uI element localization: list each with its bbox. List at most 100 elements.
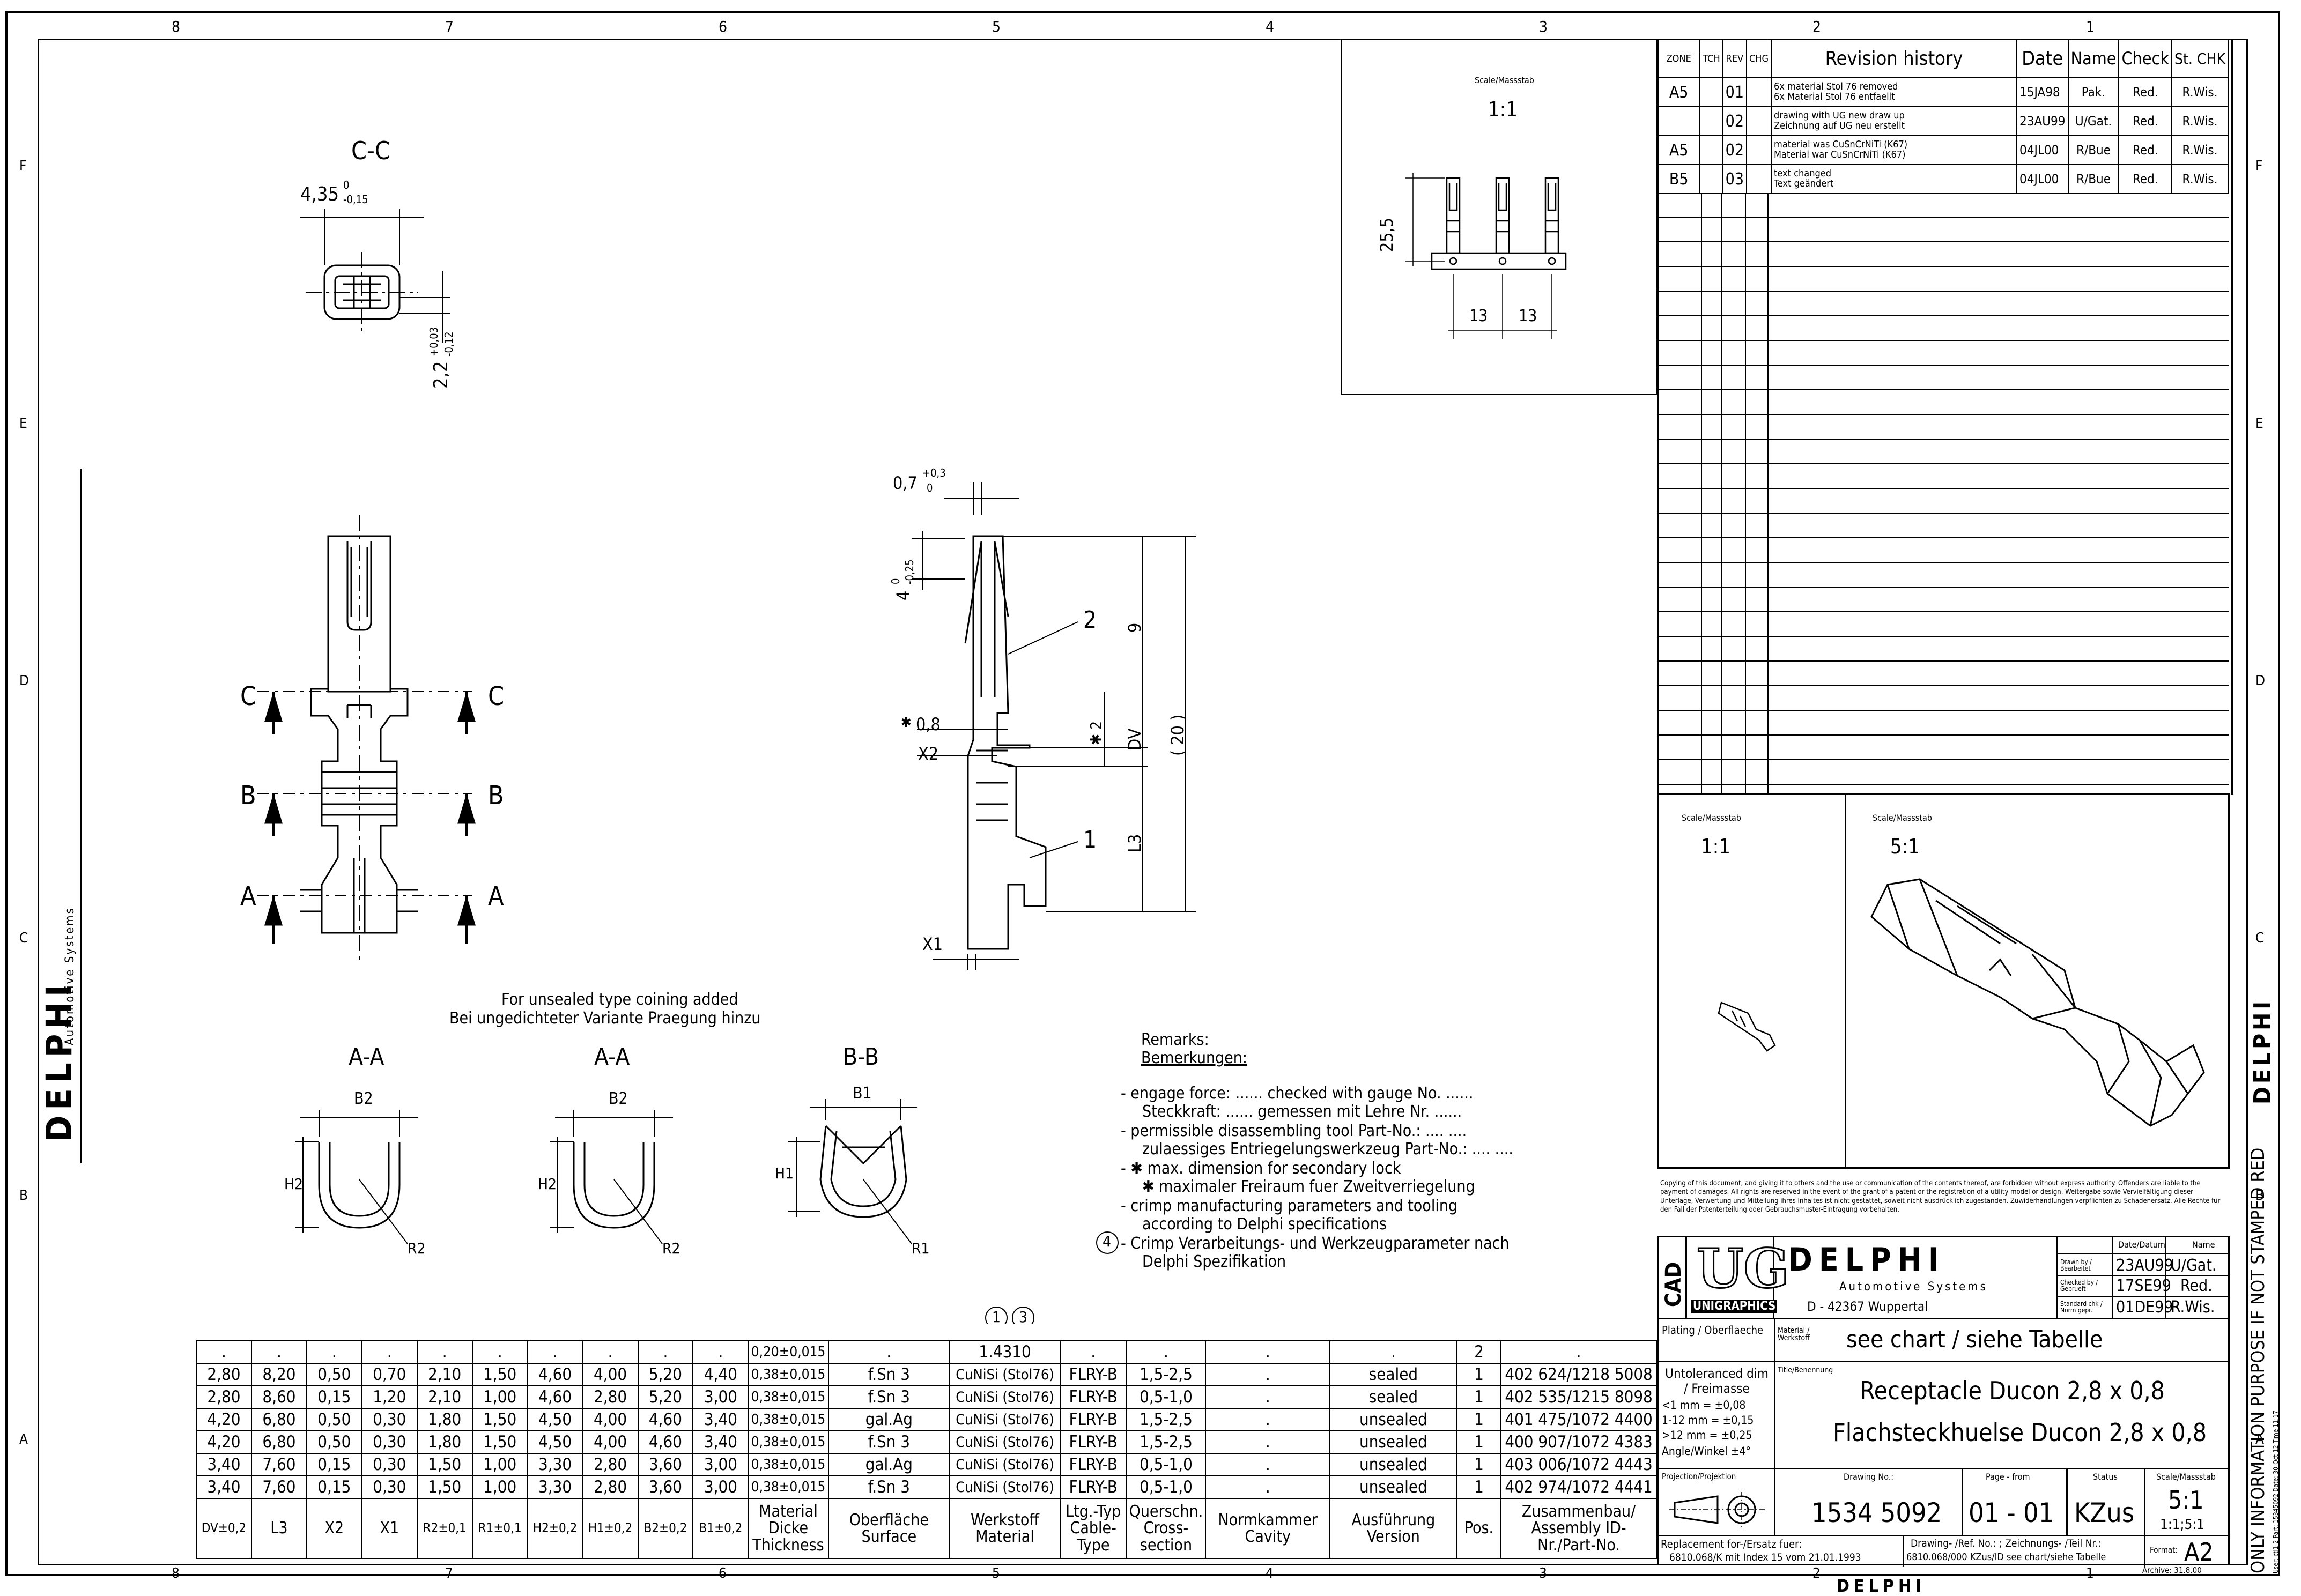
dim-2: ✱ 2 [1087,721,1105,745]
rev-col-zone: ZONE [1656,39,1701,78]
dim-0-7-tol-upper: +0,3 [922,466,946,479]
parts-header: L3 [250,1498,307,1559]
standard-label: Standard chk / Norm gepr. [2060,1300,2103,1314]
rev-col-tch: TCH [1699,39,1723,78]
row-label: D [2255,673,2266,689]
row-label: D [19,673,29,689]
parts-cell: FLRY-B [1059,1408,1127,1431]
section-aa-2-width: B2 [609,1089,628,1108]
section-aa-1-width: B2 [354,1089,373,1108]
parts-cell: 1,20 [361,1385,418,1409]
section-aa-2-radius: R2 [662,1239,680,1257]
rev-tch [1699,135,1723,165]
section-bb-profile [819,1125,907,1218]
rev-chg [1745,135,1772,165]
parts-cell: 1,00 [471,1453,528,1476]
parts-cell: . [1126,1340,1207,1364]
parts-cell: 3,40 [692,1430,749,1454]
rev-zone: A5 [1656,135,1701,165]
strip-scale-label: Scale/Massstab [1475,75,1534,85]
rev-st: R.Wis. [2171,164,2229,194]
rev-date: 04JL00 [2016,164,2069,194]
drawing-number-row: Projection/Projektion Drawing No.: 1534 … [1659,1468,2228,1536]
revision-grid-col [1745,193,1746,795]
dim-4-tol-lower: -0,25 [903,559,916,584]
plating-label: Plating / Oberflaeche [1662,1324,1764,1337]
remarks-title-en: Remarks: [1141,1030,1209,1049]
parts-cell: . [1059,1340,1127,1364]
row-ruler-left: F E D C B A [16,39,35,1565]
cad-logo: CAD [1659,1237,1687,1318]
parts-cell: f.Sn 3 [827,1430,951,1454]
format-value: A2 [2184,1538,2214,1567]
parts-cell: 0,5-1,0 [1126,1385,1207,1409]
col-label: 5 [992,18,1001,35]
iso-drawings [1718,878,2205,1127]
scale-value: 5:1 [2168,1486,2204,1515]
info-stamp: ONLY INFORMATION PURPOSE IF NOT STAMPED … [2247,1091,2269,1573]
parts-header: R1±0,1 [471,1498,528,1559]
remark-line: Steckkraft: ...... gemessen mit Lehre Nr… [1142,1102,1462,1121]
col-label: 1 [2086,18,2095,35]
section-bb-title: B-B [843,1043,879,1071]
right-logo-brand: DELPHI [2249,998,2276,1104]
parts-cell: 8,20 [250,1363,307,1386]
parts-cell: 2,80 [582,1385,639,1409]
parts-cell: . [1205,1453,1331,1476]
parts-cell: . [1329,1340,1457,1364]
parts-cell: CuNiSi (Stol76) [949,1430,1061,1454]
section-aa-2-height: H2 [538,1175,557,1193]
projection-label: Projection/Projektion [1662,1472,1736,1481]
rev-rev: 03 [1722,164,1748,194]
rev-desc-de: Text geändert [1774,178,1834,189]
title-label: Title/Benennung [1778,1366,1833,1375]
parts-cell: 1,5-2,5 [1126,1363,1207,1386]
parts-cell: 4,50 [527,1430,583,1454]
parts-cell: FLRY-B [1059,1363,1127,1386]
rev-st: R.Wis. [2171,106,2229,136]
section-aa-1-profile [318,1142,401,1229]
parts-cell: unsealed [1329,1408,1457,1431]
parts-cell: 1 [1456,1385,1502,1409]
parts-header: B1±0,2 [692,1498,749,1559]
dim-9-label: 9 [1124,600,1148,633]
rev-col-date: Date [2016,39,2069,78]
footer-brand: DELPHI [1837,1576,1926,1596]
rev-st: R.Wis. [2171,135,2229,165]
parts-cell: 400 907/1072 4383 [1500,1430,1657,1454]
format-label: Format: [2150,1545,2178,1555]
rev-chg [1745,164,1772,194]
parts-cell: 0,30 [361,1453,418,1476]
section-aa-2-title: A-A [594,1043,630,1071]
parts-header: Oberfläche Surface [827,1498,951,1559]
table-marker-1-label: 1 [992,1308,1001,1326]
remarks-block: Remarks: Bemerkungen: - engage force: ..… [1121,1032,1550,1289]
parts-cell: 1 [1456,1475,1502,1499]
drawn-date: 23AU99 [2116,1256,2173,1275]
parts-cell: 6,80 [250,1408,307,1431]
title-address: D - 42367 Wuppertal [1807,1299,1928,1314]
parts-cell: 3,30 [527,1453,583,1476]
dim-9: 9 [1124,622,1145,633]
parts-cell: 4,20 [196,1430,252,1454]
parts-cell: 1,5-2,5 [1126,1430,1207,1454]
row-label: A [2255,1431,2264,1447]
cc-dim-width-tol-lower: -0,15 [343,193,368,206]
page-value: 01 - 01 [1969,1497,2054,1528]
rev-col-name: Name [2067,39,2120,78]
dim-0-8-mark: ✱ [901,715,912,731]
section-bb-radius: R1 [912,1239,930,1257]
parts-cell: 0,5-1,0 [1126,1453,1207,1476]
iso-views-divider [1845,793,1846,1169]
row-label: F [2255,158,2263,174]
parts-cell: sealed [1329,1385,1457,1409]
parts-cell: gal.Ag [827,1453,951,1476]
parts-cell: 3,00 [692,1385,749,1409]
standard-name: R.Wis. [2171,1298,2215,1317]
parts-header: Querschn. Cross-section [1126,1498,1207,1559]
parts-cell: 0,38±0,015 [748,1453,829,1476]
parts-cell: 0,50 [306,1430,362,1454]
col-label: 7 [445,18,454,35]
